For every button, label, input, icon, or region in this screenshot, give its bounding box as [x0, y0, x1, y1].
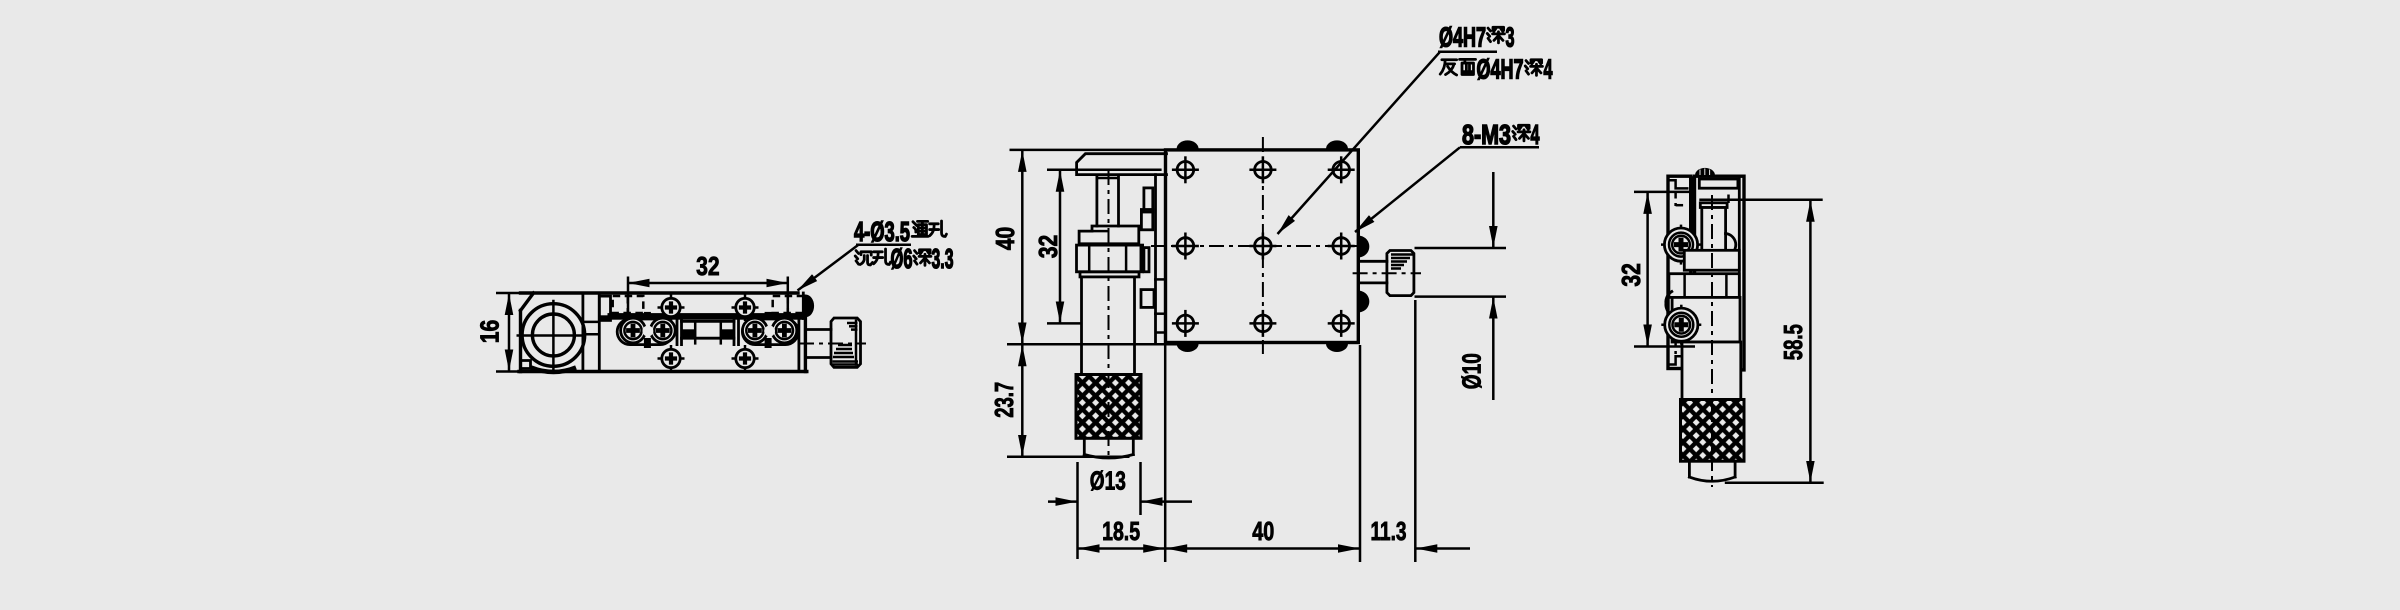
svg-text:40: 40 — [990, 227, 1020, 251]
svg-text:8-M3: 8-M3 — [1462, 119, 1511, 150]
svg-text:Ø6: Ø6 — [891, 243, 913, 274]
svg-text:3: 3 — [1506, 22, 1515, 53]
svg-text:Ø4H7: Ø4H7 — [1439, 22, 1486, 53]
svg-text:4: 4 — [1531, 119, 1540, 150]
svg-text:32: 32 — [1033, 235, 1063, 259]
svg-text:23.7: 23.7 — [989, 382, 1019, 418]
svg-text:32: 32 — [696, 251, 720, 281]
svg-text:Ø13: Ø13 — [1090, 466, 1126, 496]
svg-text:Ø4H7: Ø4H7 — [1477, 54, 1524, 85]
svg-text:40: 40 — [1252, 516, 1274, 546]
svg-text:Ø10: Ø10 — [1457, 353, 1487, 389]
svg-text:11.3: 11.3 — [1371, 516, 1407, 546]
svg-text:58.5: 58.5 — [1778, 324, 1808, 360]
svg-text:16: 16 — [475, 320, 505, 344]
svg-text:18.5: 18.5 — [1102, 516, 1140, 546]
svg-text:3.3: 3.3 — [932, 243, 954, 274]
svg-text:4: 4 — [1544, 54, 1553, 85]
svg-text:32: 32 — [1616, 263, 1646, 287]
svg-text:4-Ø3.5: 4-Ø3.5 — [854, 216, 910, 247]
